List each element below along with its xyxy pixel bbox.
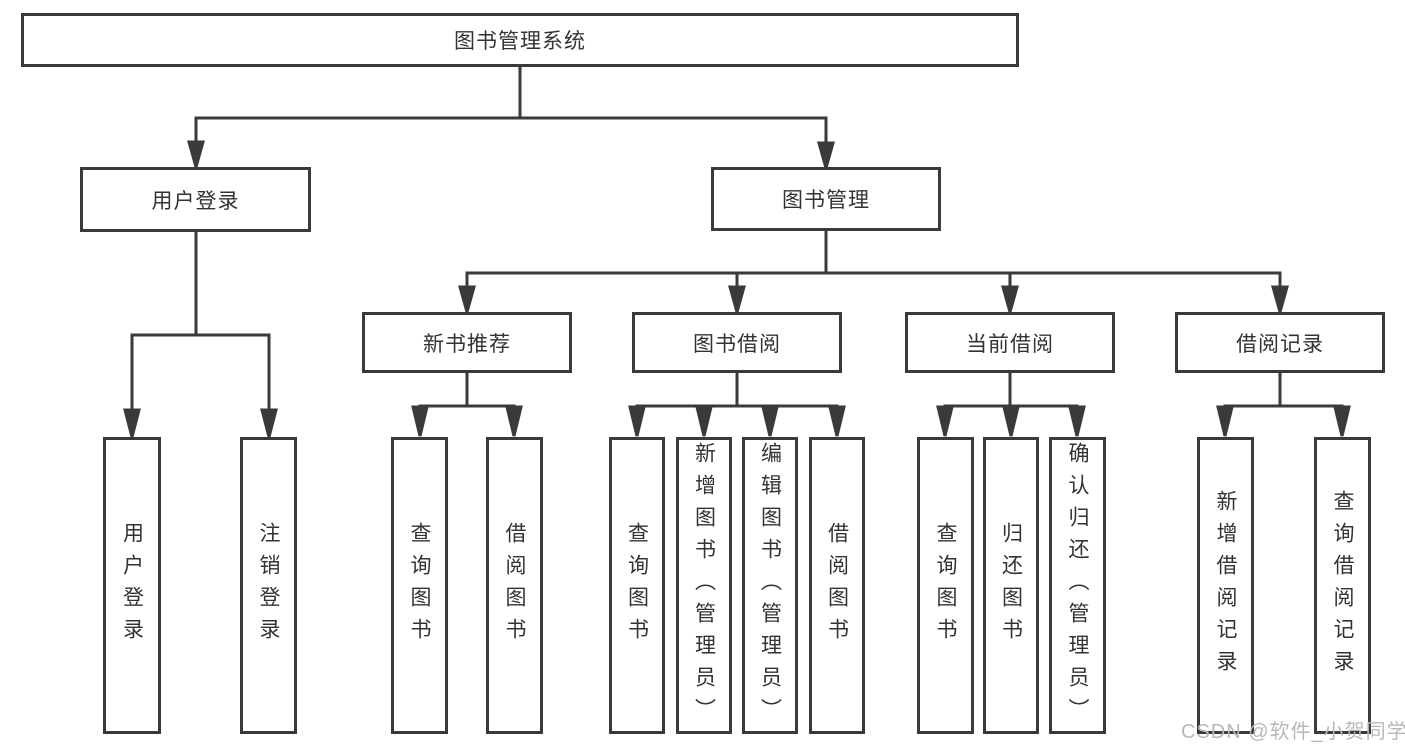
arrowhead-cb-query [936,405,954,437]
leaf-add-borrow-record: 新增借阅记录 [1197,437,1254,734]
arrowhead-leaf-login [123,408,141,443]
arrowhead-bb-edit [761,405,779,437]
node-book-borrow-label: 图书借阅 [693,332,781,356]
leaf-user-login-label: 用户登录 [120,521,144,650]
arrowhead-cb-confirm [1068,405,1086,437]
leaf-newbook-borrow-books-label: 借阅图书 [503,521,526,650]
arrowhead-bb-query [628,405,646,437]
arrowhead-borrow-records [1271,285,1289,318]
leaf-logout: 注销登录 [240,437,297,734]
leaf-query-borrow-record: 查询借阅记录 [1314,437,1371,734]
arrowhead-newbook-query [411,405,429,437]
leaf-cb-confirm-return-admin: 确认归还（管理员） [1049,437,1106,734]
leaf-bb-borrow-books: 借阅图书 [809,437,865,734]
leaf-cb-query-books: 查询图书 [917,437,974,734]
leaf-bb-query-books-label: 查询图书 [625,521,649,650]
leaf-cb-confirm-return-admin-label: 确认归还（管理员） [1066,441,1089,730]
leaf-newbook-borrow-books: 借阅图书 [486,437,543,734]
arrowhead-bb-add [695,405,713,437]
leaf-cb-query-books-label: 查询图书 [934,521,957,650]
node-new-book-recommend: 新书推荐 [362,312,572,373]
arrowhead-new-book [458,285,476,318]
arrowhead-current-borrow [1001,285,1019,318]
node-borrow-records: 借阅记录 [1175,312,1385,373]
leaf-newbook-query-books-label: 查询图书 [408,521,431,650]
leaf-logout-label: 注销登录 [257,521,280,650]
arrowhead-cb-return [1002,405,1020,437]
node-book-management-label: 图书管理 [782,189,870,212]
leaf-bb-add-books-admin: 新增图书（管理员） [676,437,732,734]
node-root: 图书管理系统 [21,13,1019,67]
arrowhead-bb-borrow [828,405,846,437]
leaf-bb-edit-books-admin-label: 编辑图书（管理员） [758,441,782,730]
node-user-login: 用户登录 [80,167,311,232]
leaf-user-login: 用户登录 [103,437,161,734]
leaf-add-borrow-record-label: 新增借阅记录 [1214,489,1237,682]
leaf-cb-return-books-label: 归还图书 [999,521,1023,650]
node-new-book-recommend-label: 新书推荐 [423,332,511,356]
csdn-watermark: CSDN @软件_小贺同学 [1181,721,1405,743]
node-current-borrow: 当前借阅 [905,312,1115,373]
node-current-borrow-label: 当前借阅 [966,332,1054,356]
arrowhead-rec-query [1333,405,1351,437]
arrowhead-user-login [187,140,205,173]
leaf-bb-add-books-admin-label: 新增图书（管理员） [692,441,716,730]
node-root-label: 图书管理系统 [454,30,586,53]
leaf-cb-return-books: 归还图书 [983,437,1039,734]
leaf-query-borrow-record-label: 查询借阅记录 [1331,489,1354,682]
node-book-management: 图书管理 [711,167,941,231]
leaf-bb-borrow-books-label: 借阅图书 [825,521,849,650]
leaf-newbook-query-books: 查询图书 [391,437,448,734]
leaf-bb-query-books: 查询图书 [609,437,665,734]
node-borrow-records-label: 借阅记录 [1236,332,1324,356]
arrowhead-newbook-borrow [505,405,523,437]
node-user-login-label: 用户登录 [151,189,240,213]
arrowhead-rec-add [1216,405,1234,437]
node-book-borrow: 图书借阅 [632,312,842,373]
arrowhead-book-borrow [728,285,746,318]
arrowhead-leaf-logout [260,408,278,443]
leaf-bb-edit-books-admin: 编辑图书（管理员） [742,437,798,734]
arrowhead-book-management [817,141,835,174]
